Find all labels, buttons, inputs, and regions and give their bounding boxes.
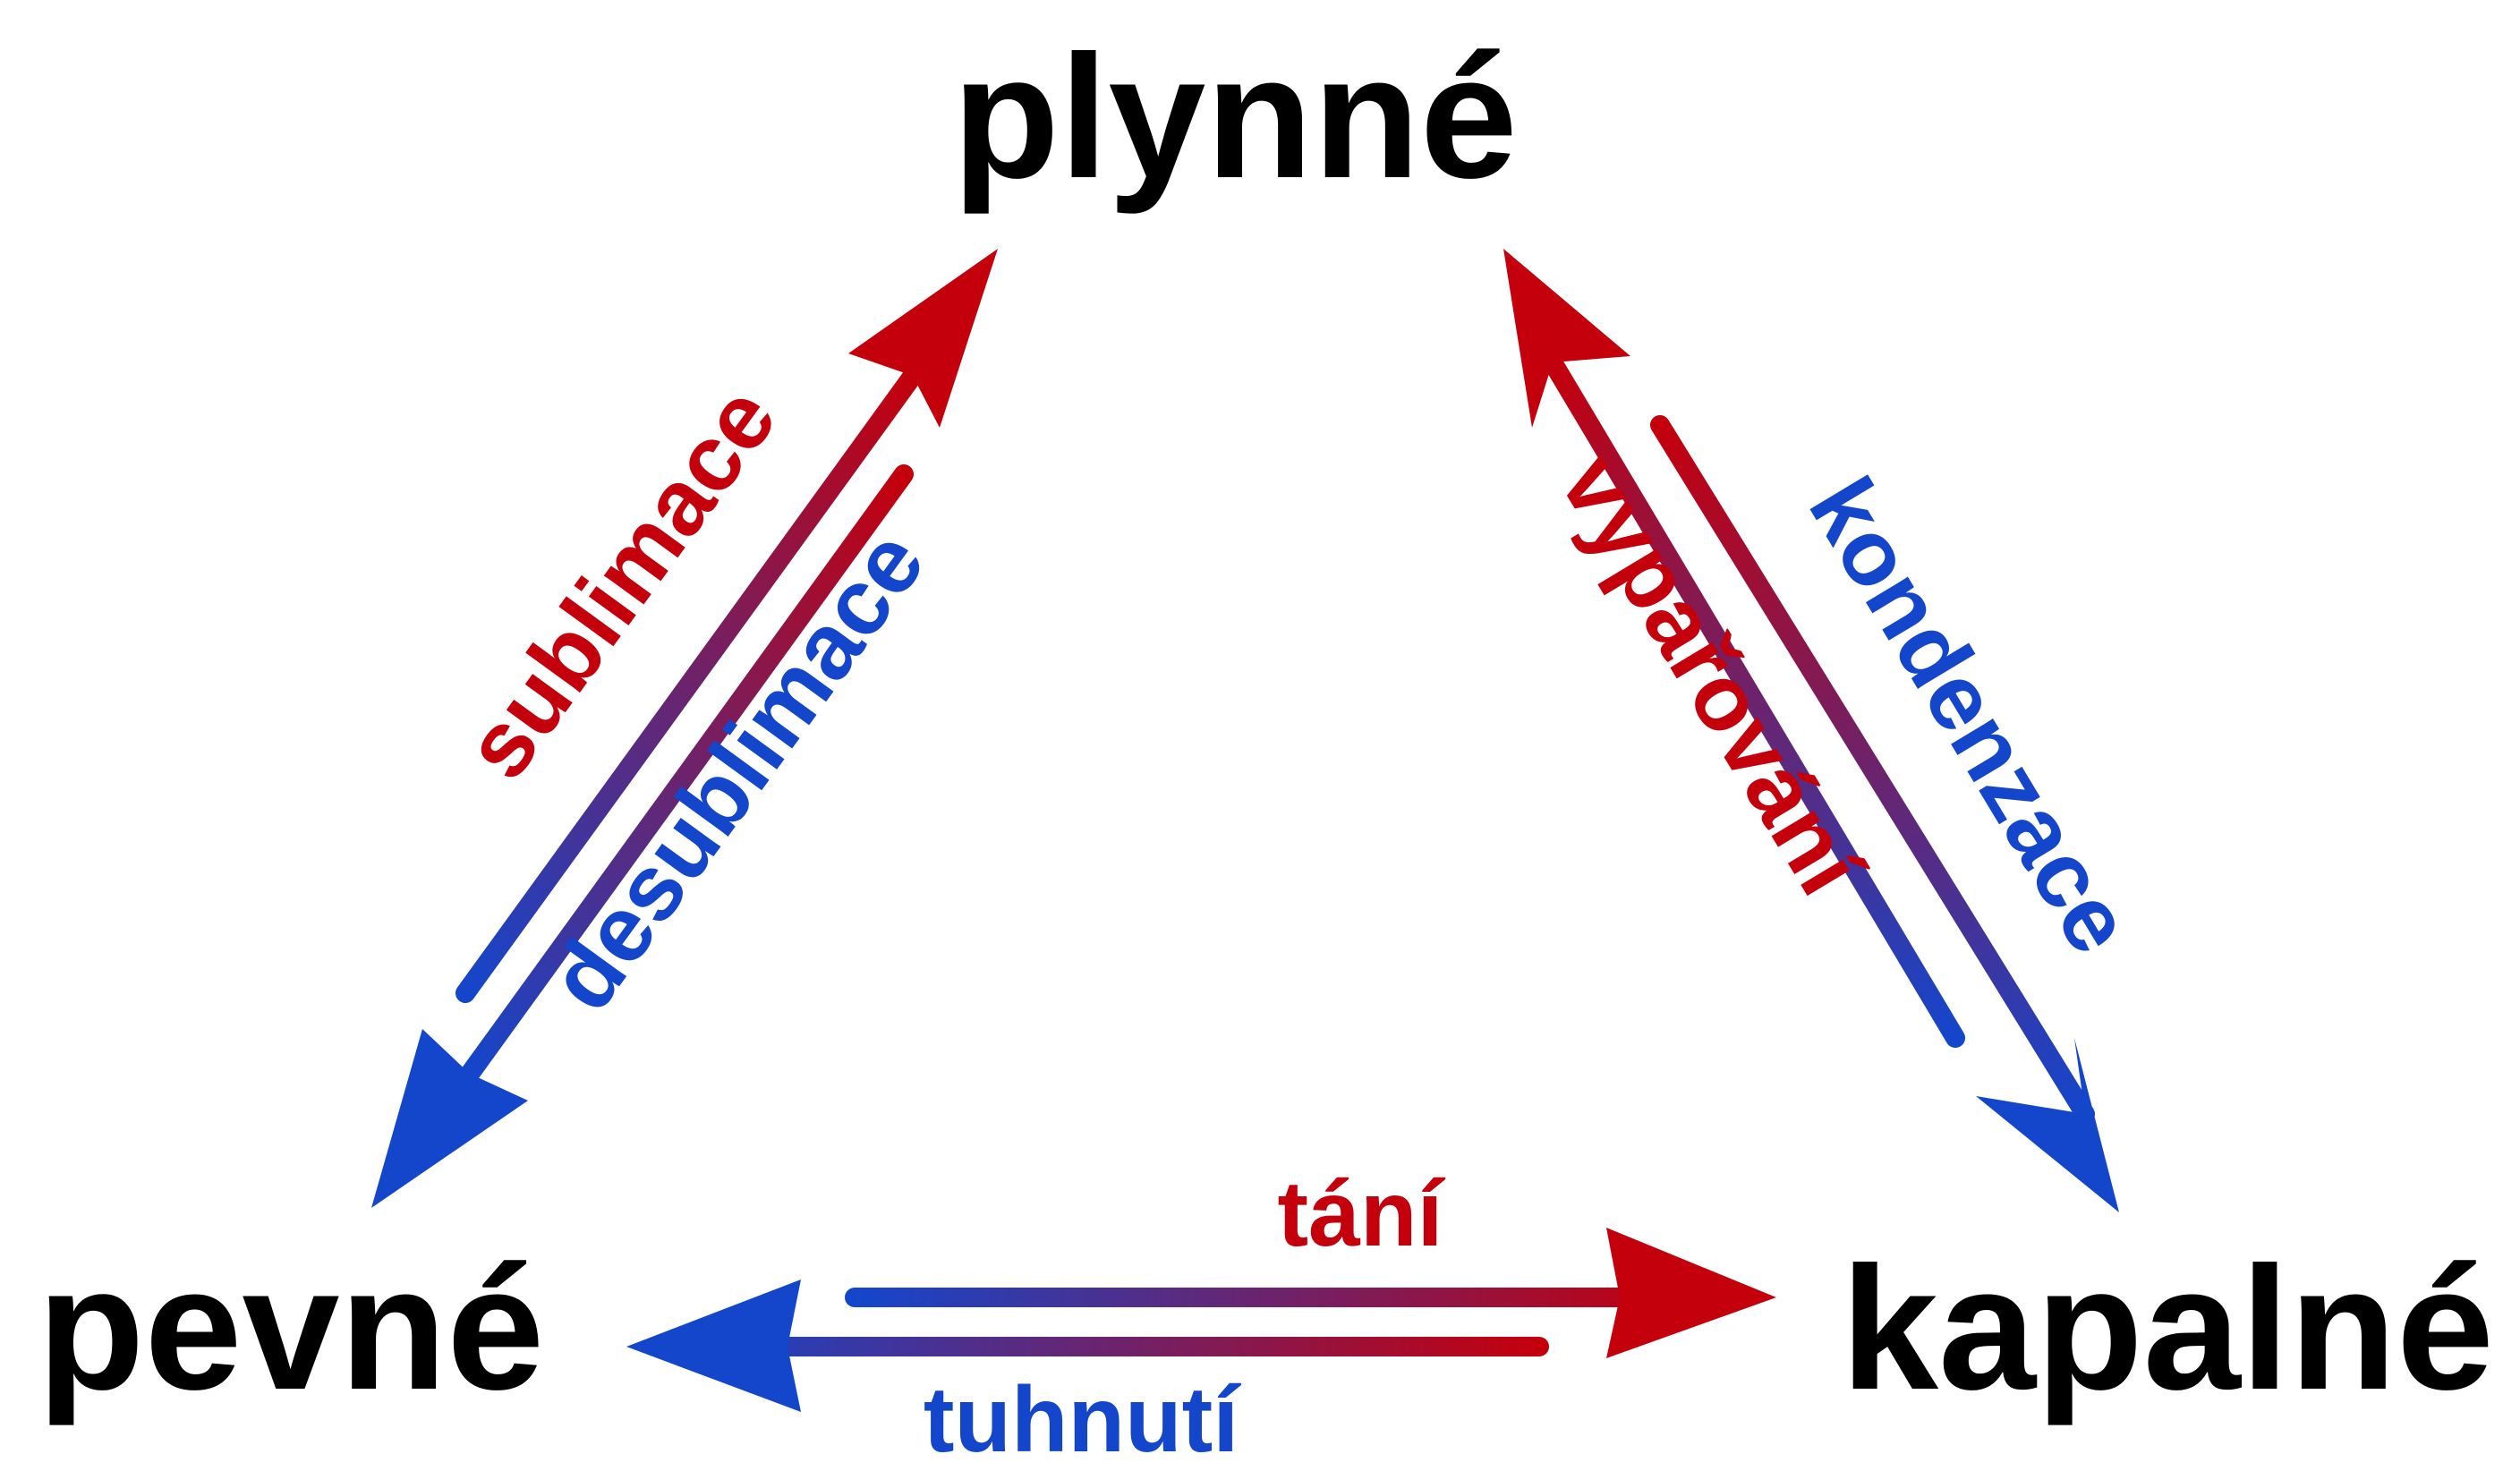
solidification-label: tuhnutí xyxy=(924,1368,1241,1471)
state-gas-label: plynné xyxy=(952,19,1518,215)
evaporation-arrow xyxy=(1503,249,1965,1048)
condensation-arrow xyxy=(1650,415,2119,1212)
state-solid-label: pevné xyxy=(38,1230,544,1426)
melting-label: tání xyxy=(1278,1162,1446,1266)
desublimation-arrow xyxy=(371,464,914,1208)
state-liquid-label: kapalné xyxy=(1841,1230,2494,1426)
melting-arrow xyxy=(845,1228,1776,1358)
sublimation-arrow xyxy=(455,249,998,1003)
solidification-arrow xyxy=(626,1280,1549,1412)
